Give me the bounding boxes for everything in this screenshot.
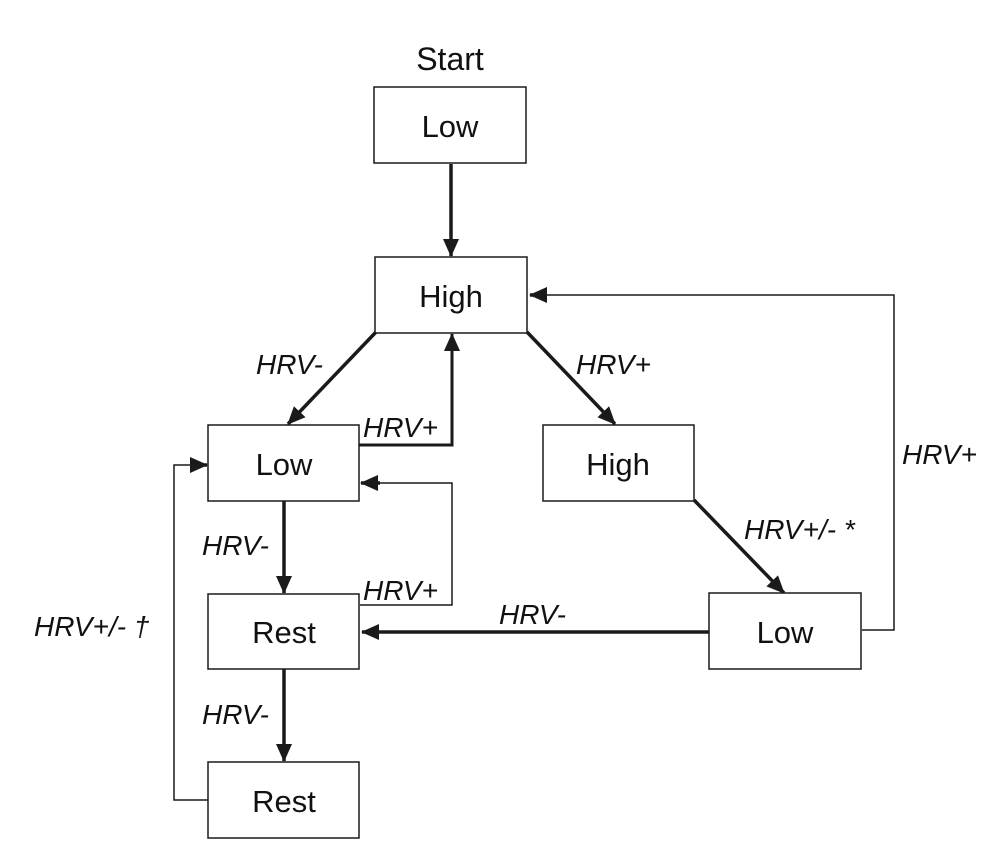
node-low-left-label: Low xyxy=(256,447,313,482)
edge-label-low-right-to-rest-mid: HRV- xyxy=(499,599,566,630)
node-start-low: Low xyxy=(373,86,527,164)
node-rest-mid-label: Rest xyxy=(252,615,316,650)
node-high-top: High xyxy=(374,256,528,334)
node-low-right: Low xyxy=(708,592,862,670)
edge-label-low-right-to-high: HRV+ xyxy=(902,439,977,470)
node-high-right-label: High xyxy=(586,447,650,482)
arrow-high-right-to-low-right xyxy=(692,498,786,595)
edge-label-low-left-to-rest-mid: HRV- xyxy=(202,530,269,561)
node-high-right: High xyxy=(542,424,695,502)
arrow-low-right-to-high-line xyxy=(545,294,895,631)
node-low-right-label: Low xyxy=(757,615,814,650)
arrow-high-to-high-right xyxy=(525,330,617,426)
node-low-left: Low xyxy=(207,424,360,502)
node-high-top-label: High xyxy=(419,279,483,314)
node-start-low-label: Low xyxy=(422,109,479,144)
edge-label-high-to-low-left: HRV- xyxy=(256,349,323,380)
node-rest-bottom-label: Rest xyxy=(252,784,316,819)
node-rest-bottom: Rest xyxy=(207,761,360,839)
arrow-high-to-low-left xyxy=(286,330,378,426)
arrow-rest-bottom-to-low-left-line xyxy=(173,464,208,801)
edge-label-rest-bottom-to-low-left: HRV+/- † xyxy=(34,611,150,642)
arrow-rest-mid-to-low-left-line xyxy=(360,482,453,606)
arrow-low-left-to-high xyxy=(358,333,460,447)
edge-label-rest-mid-to-low-left: HRV+ xyxy=(363,575,438,606)
node-rest-mid: Rest xyxy=(207,593,360,670)
edge-label-high-to-high-right: HRV+ xyxy=(576,349,651,380)
edge-label-rest-mid-to-rest-bottom: HRV- xyxy=(202,699,269,730)
edge-label-low-left-to-high: HRV+ xyxy=(363,412,438,443)
edge-label-high-right-to-low-right: HRV+/- * xyxy=(744,514,856,545)
start-label: Start xyxy=(416,41,484,77)
